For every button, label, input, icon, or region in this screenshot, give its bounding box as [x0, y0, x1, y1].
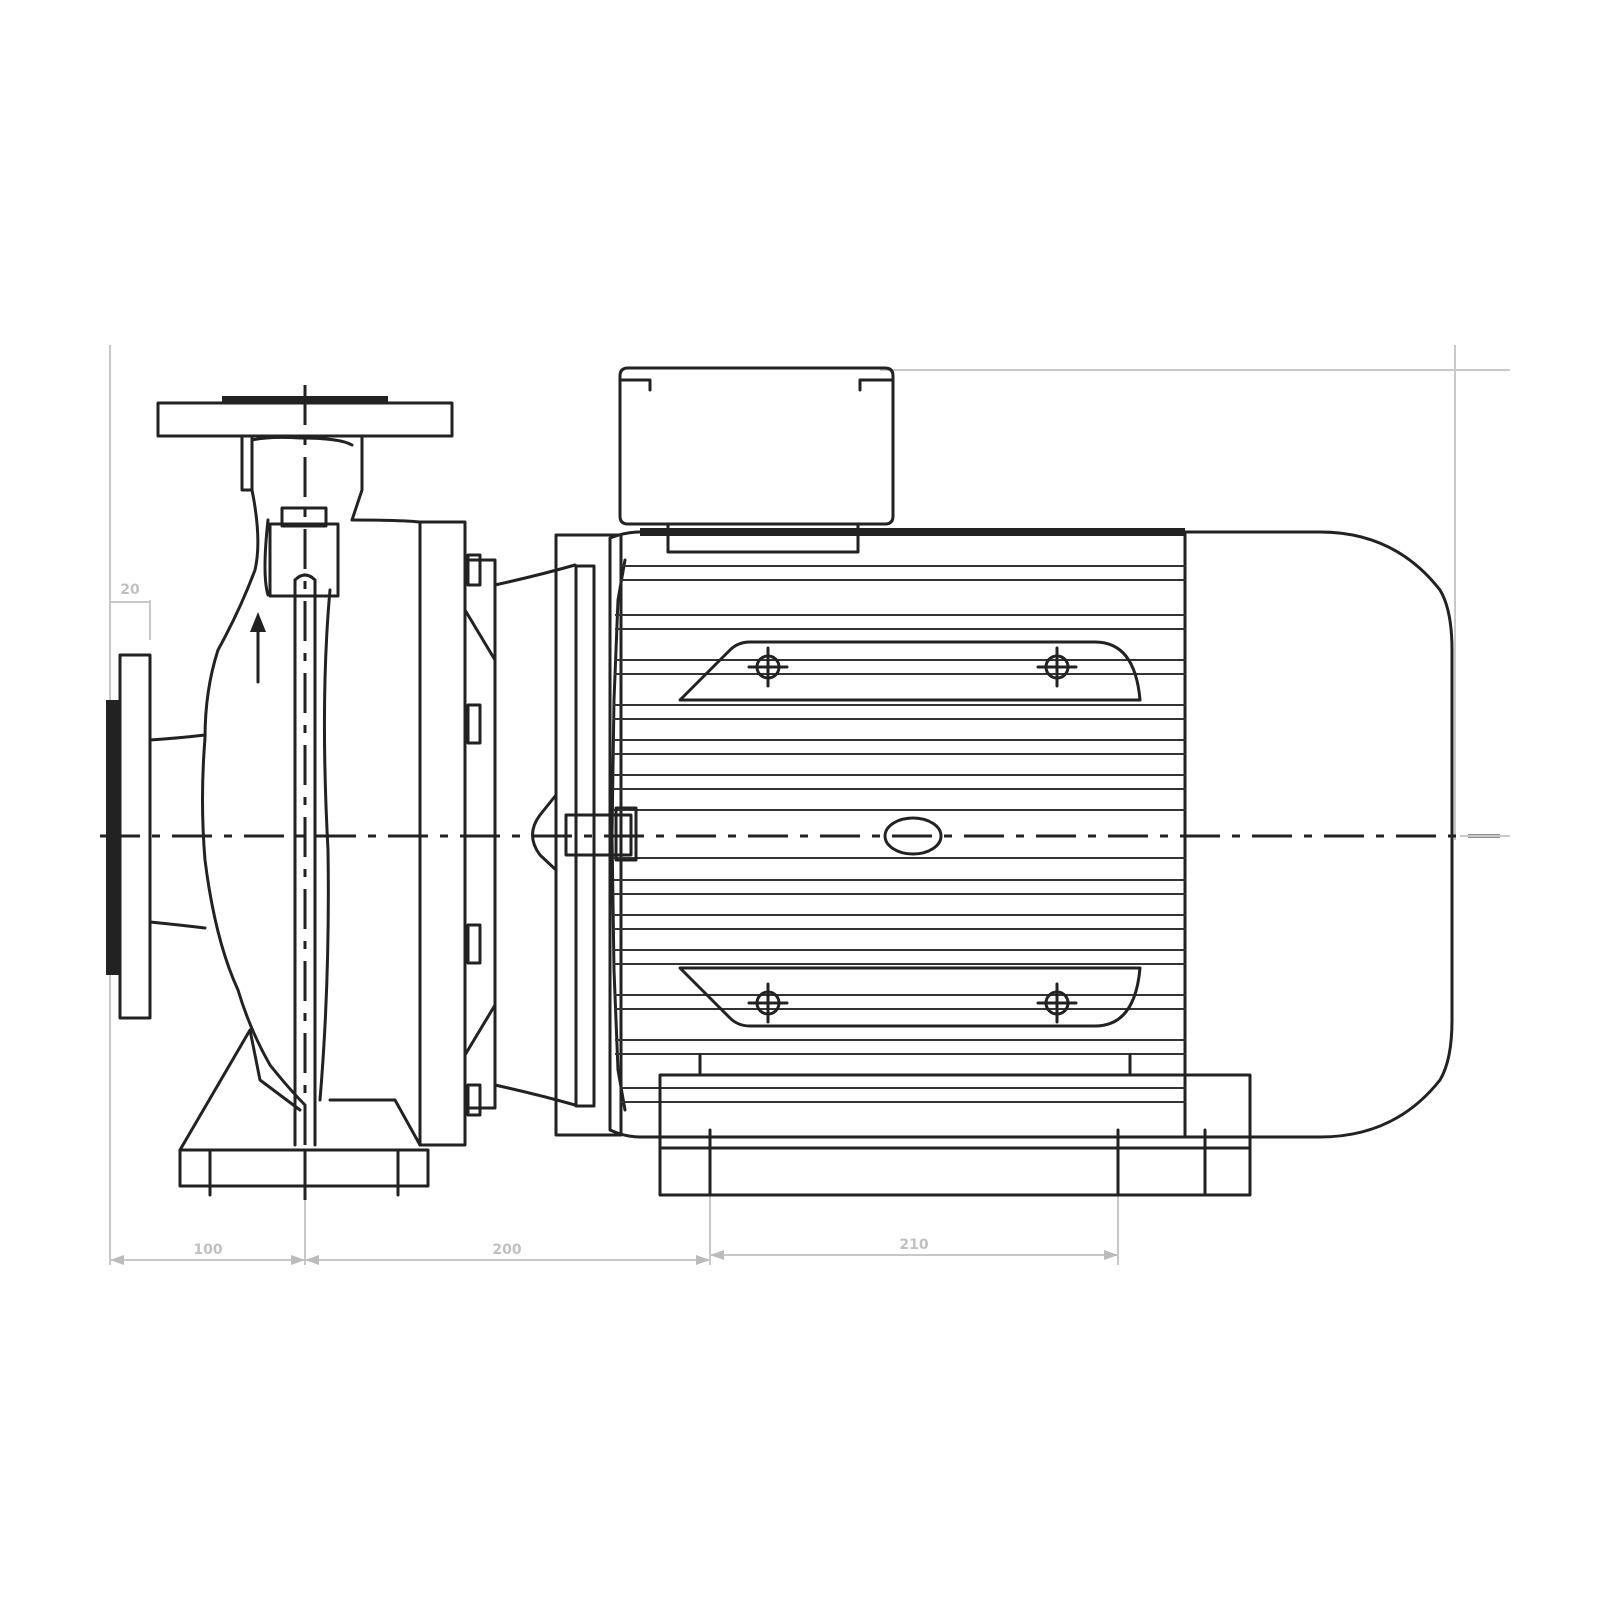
- pump-casing: [106, 385, 467, 1200]
- dimension-label-100: 100: [193, 1242, 222, 1258]
- dimension-label-200: 200: [492, 1242, 521, 1258]
- dimension-label-20: 20: [120, 582, 140, 598]
- dimension-label-210: 210: [899, 1237, 928, 1253]
- dimension-extension-lines: [109, 345, 1510, 1265]
- top-mounting-plate: [678, 640, 1142, 702]
- motor-foot-base: [658, 1073, 1252, 1197]
- casing-back-plate: [418, 520, 467, 1147]
- mount-hole-icon: [747, 646, 1078, 1024]
- electric-motor: [531, 366, 1454, 1197]
- rotor-centre-mark: [883, 816, 943, 856]
- terminal-box: [618, 366, 895, 526]
- seal-housing: [268, 522, 340, 598]
- shaft-coupling: [531, 793, 558, 872]
- cooling-fins: [613, 565, 1185, 1103]
- bottom-mounting-plate: [678, 966, 1142, 1028]
- dimension-lines: [110, 601, 1118, 1265]
